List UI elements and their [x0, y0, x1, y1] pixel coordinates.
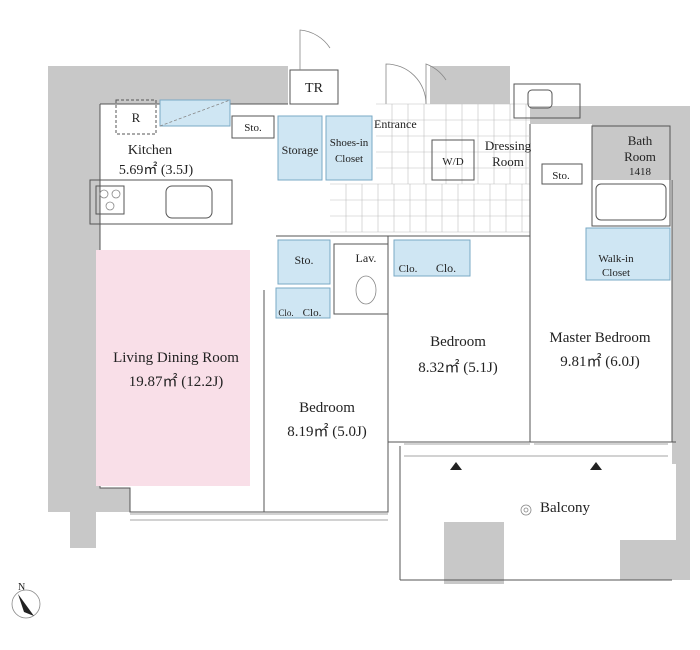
living-dining-area — [96, 250, 250, 486]
label-dressing-line1: Dressing — [485, 138, 532, 153]
label-fridge: R — [132, 110, 141, 125]
label-bath-size: 1418 — [629, 166, 652, 178]
faucet-icon — [520, 504, 532, 516]
outer-wall-right — [530, 106, 690, 540]
toilet-room — [289, 69, 339, 105]
pillar-right — [620, 540, 690, 580]
label-shoes-line2: Closet — [335, 153, 363, 165]
kitchen-counter — [89, 179, 233, 225]
label-master: Master Bedroom — [549, 330, 651, 346]
wall-segment — [430, 66, 510, 104]
label-bath-line1: Bath — [628, 133, 653, 148]
burner-icon — [105, 201, 115, 211]
label-bath-line2: Room — [624, 149, 656, 164]
hall-storage — [277, 239, 331, 285]
label-walkin-line1: Walk-in — [598, 253, 634, 265]
washer-dryer — [431, 139, 475, 181]
label-wd: W/D — [442, 156, 463, 168]
label-tr: TR — [305, 81, 324, 96]
label-storage: Storage — [282, 143, 319, 157]
window-marker-icon — [450, 462, 462, 470]
burner-icon — [111, 189, 121, 199]
shoes-in-closet — [325, 115, 373, 181]
dressing-tiles — [430, 103, 530, 184]
label-balcony: Balcony — [540, 500, 590, 516]
sink-icon — [527, 89, 553, 109]
label-lav: Lav. — [356, 251, 377, 265]
label-bedroom2: Bedroom — [430, 334, 486, 350]
label-living: Living Dining Room — [113, 350, 239, 366]
label-kitchen-sto: Sto. — [244, 122, 262, 134]
north-arrow-icon — [18, 594, 34, 616]
window — [130, 513, 388, 521]
kitchen-storage — [231, 115, 275, 139]
label-kitchen-area: 5.69㎡ (3.5J) — [119, 162, 194, 178]
walk-in-closet — [585, 227, 671, 281]
bedroom1-closet — [275, 287, 331, 319]
balcony-outline — [387, 442, 672, 581]
bath-room — [591, 125, 671, 227]
label-bedroom1: Bedroom — [299, 400, 355, 416]
label-north: N — [18, 582, 25, 593]
label-kitchen: Kitchen — [128, 143, 172, 158]
door-swing — [299, 29, 331, 70]
window-marker-icon — [590, 462, 602, 470]
label-bedroom2-clo-a: Clo. — [399, 263, 418, 275]
north-arrow-circle — [11, 589, 41, 619]
toilet-icon — [355, 275, 377, 305]
label-entrance: Entrance — [374, 117, 417, 131]
burner-icon — [99, 189, 109, 199]
faucet-icon — [523, 507, 529, 513]
label-walkin-line2: Closet — [602, 267, 630, 279]
bedroom2-closet — [393, 239, 471, 277]
entrance-door-swing — [425, 63, 447, 104]
fridge — [115, 99, 157, 135]
stove — [95, 185, 125, 215]
label-shoes-line1: Shoes-in — [330, 137, 369, 149]
label-bath-sto: Sto. — [552, 170, 570, 182]
label-bedroom2-area: 8.32㎡ (5.1J) — [418, 359, 498, 376]
bath-storage — [541, 163, 583, 185]
label-master-area: 9.81㎡ (6.0J) — [560, 353, 640, 370]
label-hall-sto: Sto. — [294, 253, 313, 267]
bathtub — [595, 183, 667, 221]
label-bedroom1-area: 8.19㎡ (5.0J) — [287, 423, 367, 440]
label-dressing-line2: Room — [492, 154, 524, 169]
label-bedroom2-clo-b: Clo. — [436, 261, 456, 275]
label-clo: Clo. — [303, 307, 322, 319]
partitions — [263, 180, 531, 512]
label-clo-small: Clo. — [278, 308, 293, 318]
label-living-area: 19.87㎡ (12.2J) — [129, 373, 224, 390]
pillar — [444, 522, 504, 584]
storage — [277, 115, 323, 181]
kitchen-sink — [165, 185, 213, 219]
cabinet-diagonal — [159, 99, 231, 127]
hall-tiles — [330, 103, 530, 233]
washbasin — [513, 83, 581, 119]
entrance-door-swing — [385, 63, 427, 105]
